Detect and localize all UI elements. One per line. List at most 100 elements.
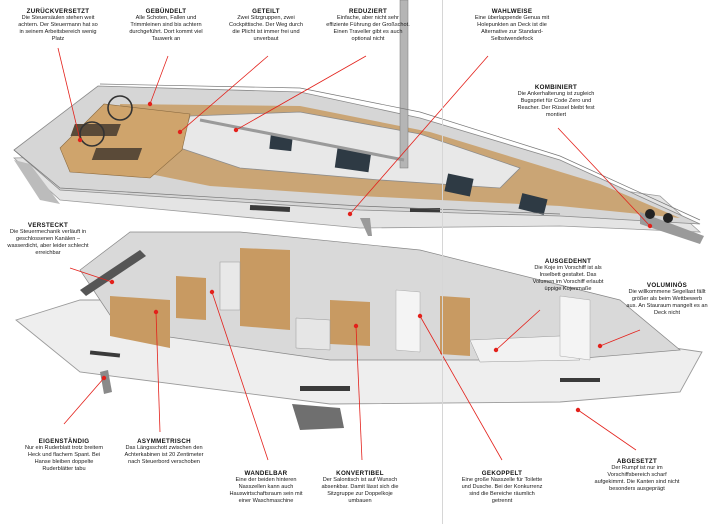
leader-dot — [575, 407, 581, 413]
saloon-seating — [295, 317, 331, 351]
swim-platform — [14, 160, 60, 204]
leader-dot — [209, 289, 215, 295]
hull-window — [249, 204, 291, 213]
callout-heading: AUSGEDEHNT — [544, 258, 592, 265]
leader-dot — [233, 127, 239, 133]
callout-heading: GEKOPPELT — [481, 470, 523, 477]
companionway — [219, 261, 241, 311]
leader-line-geteilt — [179, 55, 269, 133]
aft-cabin-wood — [176, 276, 206, 320]
page-fold-divider — [442, 0, 443, 524]
leader-line-versteckt — [69, 267, 113, 283]
leader-dot — [347, 211, 353, 217]
callout-text: Einfache, aber nicht sehr effiziente Füh… — [326, 15, 410, 43]
keel — [292, 404, 344, 430]
callout-heading: REDUZIERT — [348, 8, 388, 15]
callout-konvertibel: KONVERTIBEL Der Salontisch ist auf Wunsc… — [318, 470, 402, 505]
callout-heading: ASYMMETRISCH — [137, 438, 191, 445]
leader-line-reduziert — [235, 55, 367, 131]
callout-ausgedehnt: AUSGEDEHNT Die Koje im Vorschiff ist als… — [528, 258, 608, 293]
leader-dot — [647, 223, 653, 229]
leader-dot — [177, 129, 183, 135]
cockpit-table — [70, 124, 121, 136]
hull-window — [410, 208, 440, 212]
leader-line-kombiniert — [557, 127, 651, 227]
callout-text: Eine große Nasszelle für Toilette und Du… — [461, 477, 543, 505]
mast — [399, 0, 409, 169]
leader-line-asymmetrisch — [155, 311, 161, 433]
guardrail — [13, 149, 561, 215]
callout-heading: ABGESETZT — [616, 458, 658, 465]
leader-dot — [597, 343, 603, 349]
callout-zurueckversetzt: ZURÜCKVERSETZT Die Steuersäulen stehen w… — [18, 8, 98, 43]
winch-icon — [663, 213, 673, 223]
leader-dot — [147, 101, 153, 107]
callout-heading: WAHLWEISE — [491, 8, 533, 15]
bulkhead — [395, 289, 421, 353]
leader-dot — [109, 279, 115, 285]
callout-text: Eine überlappende Genua mit Holepunkten … — [474, 15, 550, 43]
forward-berth — [469, 335, 581, 363]
rudder — [100, 370, 112, 394]
callout-text: Die Steuersäulen stehen weit achtern. De… — [18, 15, 98, 43]
callout-heading: GETEILT — [252, 8, 280, 15]
leader-dot — [101, 375, 107, 381]
forward-wood — [440, 296, 470, 356]
callout-heading: KOMBINIERT — [534, 84, 578, 91]
leader-dot — [417, 313, 423, 319]
callout-heading: GEBÜNDELT — [145, 8, 187, 15]
callout-text: Die Koje im Vorschiff ist als Inselbett … — [532, 265, 604, 293]
saloon-wood — [330, 300, 370, 346]
aft-cabin-wood — [110, 296, 170, 348]
callout-text: Zwei Sitzgruppen, zwei Cockpittische. De… — [229, 15, 303, 43]
deck-hatch — [518, 193, 548, 215]
deck-hatch — [444, 173, 474, 197]
leader-line-wandelbar — [211, 291, 269, 461]
hull-window — [300, 386, 350, 391]
steering-wheel-icon — [107, 95, 133, 121]
bowsprit — [640, 212, 704, 244]
steering-gear — [80, 250, 146, 296]
callout-text: Nur ein Ruderblatt trotz breitem Heck un… — [24, 445, 104, 473]
leader-line-gebuendelt — [149, 55, 169, 105]
callout-asymmetrisch: ASYMMETRISCH Das Längsschott zwischen de… — [122, 438, 206, 466]
callout-gekoppelt: GEKOPPELT Eine große Nasszelle für Toile… — [460, 470, 544, 505]
callout-text: Der Rumpf ist nur im Vorschiffsbereich s… — [594, 465, 680, 493]
callout-heading: VERSTECKT — [27, 222, 69, 229]
leader-line-abgesetzt — [577, 409, 637, 451]
interior-cutaway-yacht — [15, 231, 703, 430]
leader-dot — [353, 323, 359, 329]
callout-versteckt: VERSTECKT Die Steuermechanik verläuft in… — [6, 222, 90, 257]
callout-geteilt: GETEILT Zwei Sitzgruppen, zwei Cockpitti… — [226, 8, 306, 43]
hull-window — [89, 350, 121, 358]
callout-text: Die Ankerhalterung ist zugleich Bugsprie… — [517, 91, 595, 119]
steering-wheel-icon — [79, 121, 105, 147]
callout-heading: WANDELBAR — [244, 470, 288, 477]
callout-text: Die willkommene Segellast fällt größer a… — [626, 289, 708, 317]
leader-dot — [77, 137, 83, 143]
callout-wahlweise: WAHLWEISE Eine überlappende Genua mit Ho… — [470, 8, 554, 43]
leader-line-eigenstaendig — [63, 377, 105, 425]
leader-line-wahlweise — [349, 55, 489, 215]
boom — [199, 118, 405, 162]
callout-wandelbar: WANDELBAR Eine der beiden hinteren Nassz… — [224, 470, 308, 505]
callout-heading: EIGENSTÄNDIG — [38, 438, 90, 445]
leader-line-voluminoes — [599, 329, 641, 347]
leader-line-gekoppelt — [419, 315, 503, 461]
leader-line-zurueckversetzt — [57, 47, 81, 141]
winch-icon — [645, 209, 655, 219]
hull-window — [560, 378, 600, 382]
deck-hatch — [334, 147, 372, 173]
callout-heading: ZURÜCKVERSETZT — [26, 8, 90, 15]
callout-text: Das Längsschott zwischen den Achterkabin… — [124, 445, 204, 466]
callout-eigenstaendig: EIGENSTÄNDIG Nur ein Ruderblatt trotz br… — [22, 438, 106, 473]
leader-dot — [493, 347, 499, 353]
callout-gebuendelt: GEBÜNDELT Alle Schoten, Fallen und Trimm… — [126, 8, 206, 43]
callout-text: Die Steuermechanik verläuft in geschloss… — [7, 229, 89, 257]
callout-abgesetzt: ABGESETZT Der Rumpf ist nur im Vorschiff… — [594, 458, 680, 493]
cockpit-table — [91, 148, 143, 160]
galley-wood — [240, 248, 290, 330]
callout-reduziert: REDUZIERT Einfache, aber nicht sehr effi… — [326, 8, 410, 43]
leader-dot — [153, 309, 159, 315]
